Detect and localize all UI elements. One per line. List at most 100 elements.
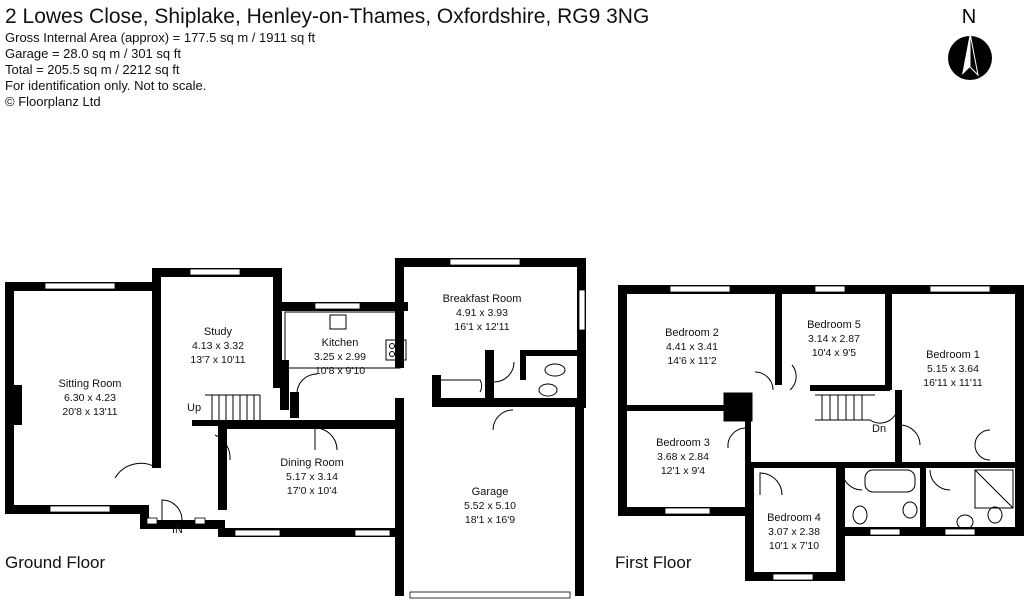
wall	[218, 420, 403, 429]
wall	[485, 350, 494, 402]
wall	[140, 505, 149, 525]
fireplace	[12, 385, 22, 425]
window	[49, 505, 111, 513]
wall	[140, 520, 225, 529]
study-metric: 4.13 x 3.32	[192, 340, 244, 352]
window	[314, 302, 361, 310]
wc-toilet-icon	[544, 363, 566, 377]
wall	[218, 528, 403, 537]
window	[578, 289, 586, 331]
bath-icon	[864, 469, 916, 493]
wall	[836, 465, 845, 581]
basin-icon	[902, 501, 918, 519]
dining-room-name: Dining Room	[280, 457, 344, 469]
gross-area: Gross Internal Area (approx) = 177.5 sq …	[5, 30, 316, 45]
dining-room-imperial: 17'0 x 10'4	[287, 485, 337, 497]
wall	[577, 258, 586, 408]
window	[772, 573, 814, 581]
wall	[895, 390, 902, 465]
wall	[152, 268, 161, 468]
door-swing	[929, 469, 951, 491]
disclaimer: For identification only. Not to scale.	[5, 78, 207, 93]
wall	[520, 350, 580, 356]
ensuite-toilet-icon	[987, 506, 1003, 524]
bedroom-1-metric: 5.15 x 3.64	[927, 363, 979, 375]
window	[814, 285, 846, 293]
window	[146, 517, 158, 525]
window	[944, 528, 976, 536]
wall	[520, 350, 526, 380]
bedroom-4-metric: 3.07 x 2.38	[768, 526, 820, 538]
bedroom-2-name: Bedroom 2	[665, 327, 719, 339]
first-floor: Bedroom 2 4.41 x 3.41 14'6 x 11'2 Bedroo…	[615, 285, 1024, 581]
door-swing	[296, 373, 318, 393]
door-swing	[492, 409, 514, 431]
window	[669, 285, 731, 293]
kitchen-imperial: 10'8 x 9'10	[315, 365, 365, 377]
wall	[840, 527, 1024, 536]
wall	[920, 465, 926, 535]
door-swing	[841, 469, 863, 491]
wall	[273, 268, 282, 388]
door-swing	[314, 427, 338, 451]
ground-floor: Sitting Room 6.30 x 4.23 20'8 x 13'11 St…	[5, 258, 586, 599]
window	[194, 517, 206, 525]
door-swing	[114, 462, 158, 479]
total-area: Total = 205.5 sq m / 2212 sq ft	[5, 62, 180, 77]
dining-room-metric: 5.17 x 3.14	[286, 471, 338, 483]
breakfast-room-imperial: 16'1 x 12'11	[454, 321, 509, 333]
ground-floor-label: Ground Floor	[5, 553, 105, 572]
door-swing	[754, 371, 774, 391]
bedroom-2-metric: 4.41 x 3.41	[666, 341, 718, 353]
north-compass-icon: N	[948, 6, 992, 80]
wall	[620, 405, 730, 411]
window	[869, 528, 901, 536]
wall	[575, 398, 584, 596]
garage-metric: 5.52 x 5.10	[464, 500, 516, 512]
wall	[775, 285, 782, 385]
window	[189, 268, 241, 276]
window	[664, 507, 711, 515]
kitchen-name: Kitchen	[322, 337, 359, 349]
first-floor-label: First Floor	[615, 553, 692, 572]
bedroom-4-imperial: 10'1 x 7'10	[769, 540, 819, 552]
sitting-room-metric: 6.30 x 4.23	[64, 392, 116, 404]
window	[44, 282, 116, 290]
breakfast-room-metric: 4.91 x 3.93	[456, 307, 508, 319]
wall	[280, 360, 289, 410]
door-swing	[759, 472, 783, 496]
wall	[1015, 285, 1024, 535]
door-swing	[899, 424, 921, 446]
sink-icon	[329, 314, 347, 330]
bedroom-1-imperial: 16'11 x 11'11	[923, 377, 983, 389]
breakfast-room-name: Breakfast Room	[443, 293, 522, 305]
door-swing	[493, 361, 515, 383]
window	[354, 529, 391, 537]
bedroom-3-imperial: 12'1 x 9'4	[661, 465, 705, 477]
bedroom-1-name: Bedroom 1	[926, 349, 980, 361]
wall	[432, 398, 582, 407]
copyright: © Floorplanz Ltd	[5, 94, 101, 109]
bedroom-5-metric: 3.14 x 2.87	[808, 333, 860, 345]
wall	[750, 462, 1015, 468]
property-address: 2 Lowes Close, Shiplake, Henley-on-Thame…	[5, 5, 650, 28]
window	[929, 285, 991, 293]
stairs-down-label: Dn	[872, 423, 886, 435]
stairs-up-label: Up	[187, 402, 201, 414]
wall	[745, 465, 754, 581]
toilet-icon	[852, 505, 868, 525]
bedroom-5-name: Bedroom 5	[807, 319, 861, 331]
garage-area: Garage = 28.0 sq m / 301 sq ft	[5, 46, 181, 61]
door-swing	[789, 364, 797, 391]
sitting-room-imperial: 20'8 x 13'11	[62, 406, 117, 418]
stairs-up	[205, 394, 261, 420]
bedroom-3-name: Bedroom 3	[656, 437, 710, 449]
compass-label: N	[962, 6, 976, 28]
shower-icon	[974, 469, 1014, 509]
wall	[218, 420, 227, 510]
wc-basin-icon	[538, 383, 558, 397]
wall	[192, 420, 227, 426]
study-name: Study	[204, 326, 233, 338]
window	[449, 258, 521, 266]
hob-icon	[385, 339, 407, 361]
